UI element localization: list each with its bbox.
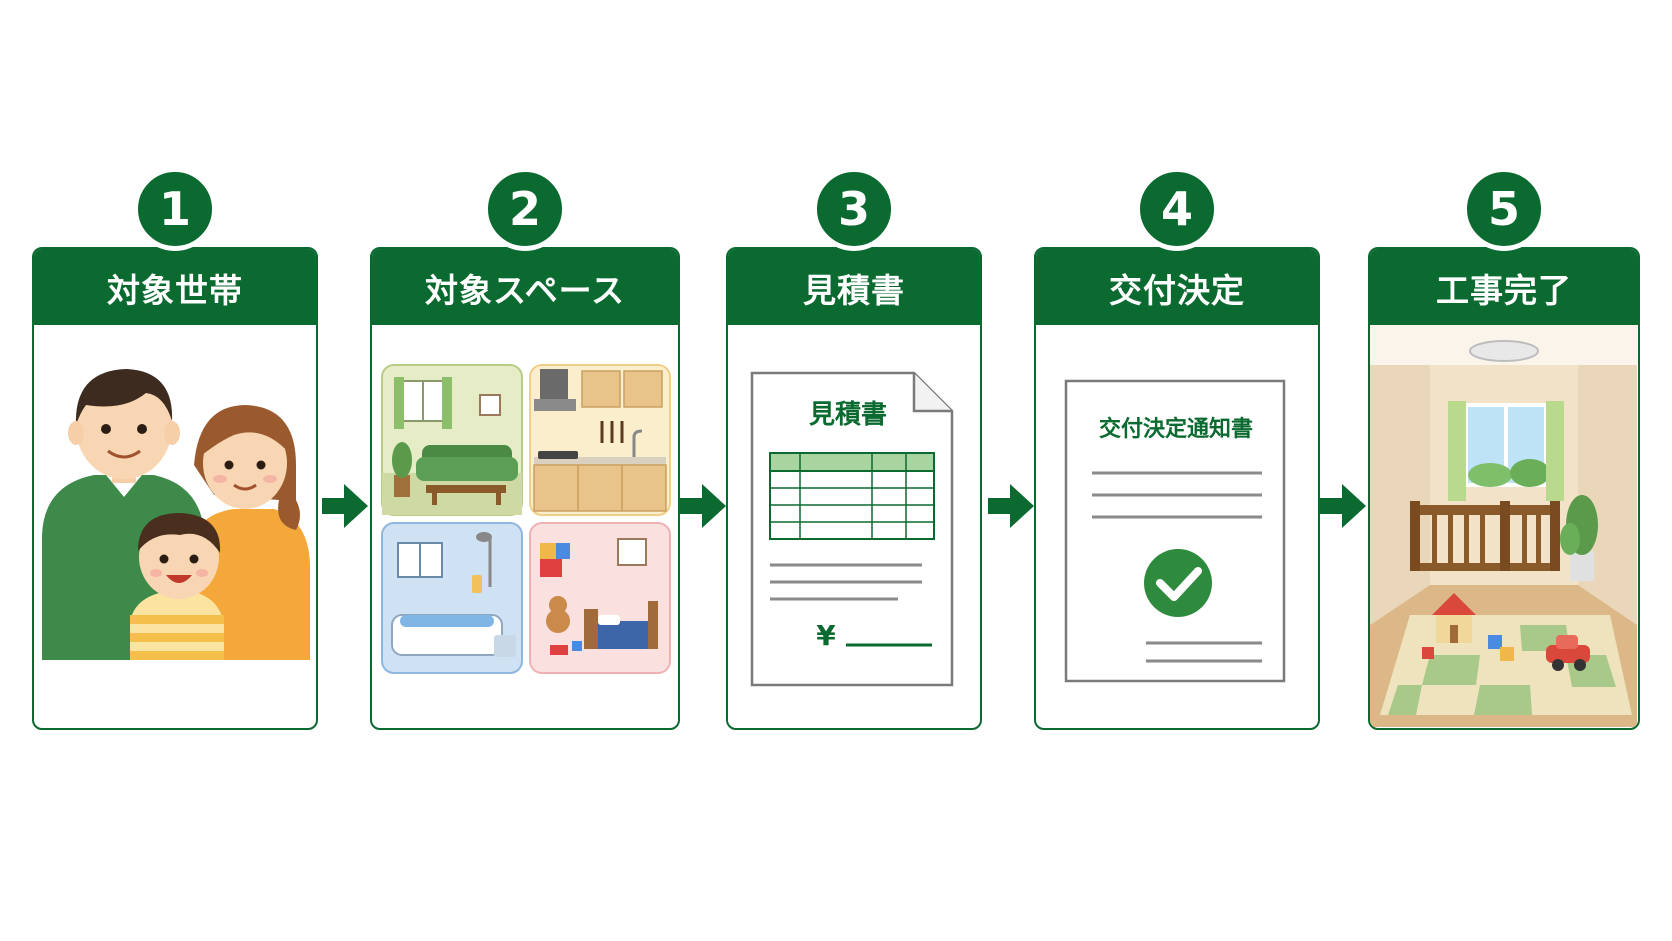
check-circle-icon — [1144, 549, 1212, 617]
step-title: 対象世帯 — [34, 249, 316, 325]
step-1: 1 対象世帯 — [32, 167, 318, 730]
document-title: 交付決定通知書 — [1099, 416, 1253, 442]
step-3: 3 見積書 見積書 — [726, 167, 982, 730]
step-title: 対象スペース — [372, 249, 678, 325]
rooms-illustration-icon — [381, 364, 671, 674]
step-illustration: 見積書 ¥ — [728, 325, 980, 728]
step-card: 工事完了 — [1368, 247, 1640, 730]
step-4: 4 交付決定 交付決定通知書 — [1034, 167, 1320, 730]
step-number-badge: 2 — [483, 167, 567, 251]
step-title: 交付決定 — [1036, 249, 1318, 325]
currency-symbol: ¥ — [816, 619, 836, 652]
completed-kids-room-illustration-icon — [1370, 325, 1637, 727]
estimate-document-icon: 見積書 ¥ — [750, 371, 954, 687]
step-illustration — [34, 325, 316, 728]
document-title: 見積書 — [809, 400, 887, 430]
living-room-icon — [381, 364, 523, 516]
step-card: 対象世帯 — [32, 247, 318, 730]
step-5: 5 工事完了 — [1368, 167, 1640, 730]
arrow-right-icon — [1320, 484, 1366, 528]
arrow-right-icon — [680, 484, 726, 528]
step-card: 対象スペース — [370, 247, 680, 730]
step-2: 2 対象スペース — [370, 167, 680, 730]
step-illustration: 交付決定通知書 — [1036, 325, 1318, 728]
step-title: 工事完了 — [1370, 249, 1638, 325]
step-card: 見積書 見積書 ¥ — [726, 247, 982, 730]
step-number-badge: 1 — [133, 167, 217, 251]
kids-room-icon — [529, 522, 671, 674]
kitchen-icon — [529, 364, 671, 516]
step-number-badge: 3 — [812, 167, 896, 251]
arrow-right-icon — [988, 484, 1034, 528]
step-card: 交付決定 交付決定通知書 — [1034, 247, 1320, 730]
family-illustration-icon — [42, 369, 310, 660]
step-number-badge: 5 — [1462, 167, 1546, 251]
step-illustration — [1370, 325, 1638, 728]
step-number-badge: 4 — [1135, 167, 1219, 251]
bathroom-icon — [381, 522, 523, 674]
step-illustration — [372, 325, 678, 728]
approval-notice-document-icon: 交付決定通知書 — [1064, 379, 1286, 683]
arrow-right-icon — [322, 484, 368, 528]
step-title: 見積書 — [728, 249, 980, 325]
